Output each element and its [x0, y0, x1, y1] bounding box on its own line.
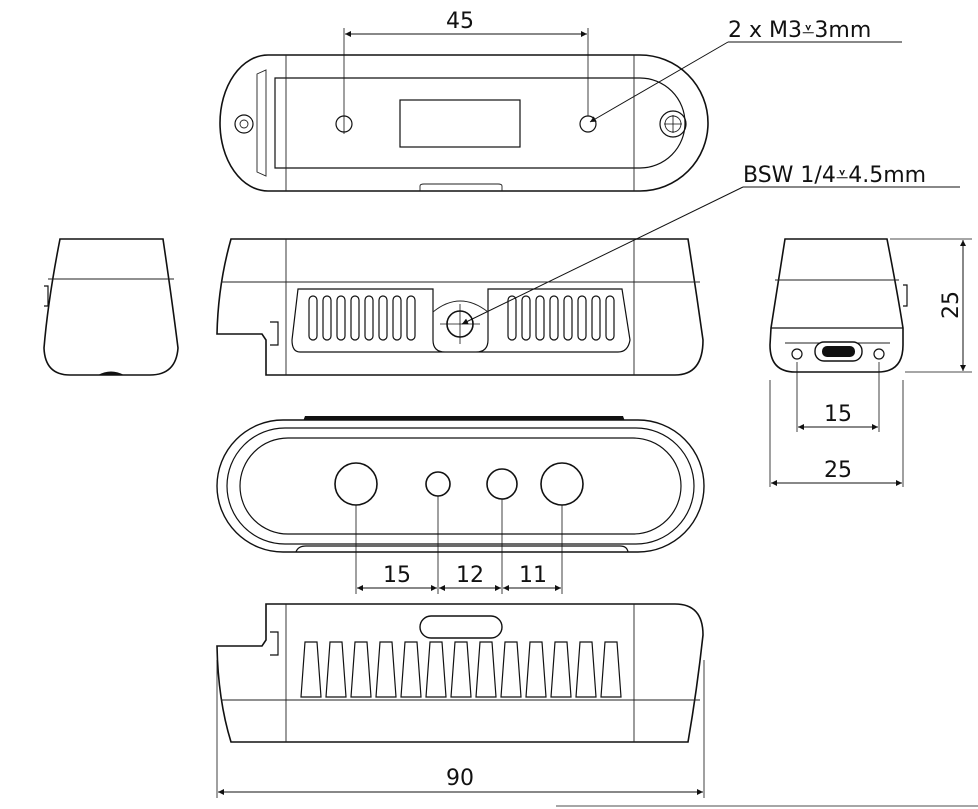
front-vents-right	[507, 295, 615, 341]
dimension-side-15-label: 15	[824, 402, 852, 427]
right-end-view	[769, 238, 972, 487]
dimension-height-25: 25	[939, 240, 966, 371]
dimension-bottom-chain: 15 12 11	[357, 563, 561, 591]
dimension-bottom-12-label: 12	[456, 563, 484, 588]
note-tripod-thread-text: BSW 1/4⩡4.5mm	[743, 163, 926, 188]
dimension-bottom-11-label: 11	[519, 563, 547, 588]
dimension-side-15: 15	[798, 402, 878, 430]
top-view	[219, 28, 709, 192]
dimension-bottom-15-label: 15	[383, 563, 411, 588]
dimension-side-25: 25	[771, 458, 902, 486]
front-view	[216, 238, 704, 376]
note-tripod-thread: BSW 1/4⩡4.5mm	[461, 163, 960, 325]
back-vents	[300, 641, 622, 698]
dimension-length-label: 90	[446, 766, 474, 791]
front-vents-left	[308, 295, 416, 341]
back-view	[216, 603, 705, 798]
dimension-length-90: 90	[218, 766, 703, 795]
dimension-height-label: 25	[939, 291, 964, 319]
dimension-side-25-label: 25	[824, 458, 852, 483]
dimension-45: 45	[345, 9, 587, 37]
note-mounting-holes-text: 2 x M3⩡3mm	[728, 18, 871, 43]
bottom-view	[216, 416, 705, 594]
left-end-view	[43, 238, 179, 376]
note-mounting-holes: 2 x M3⩡3mm	[589, 18, 902, 123]
dimension-45-label: 45	[446, 9, 474, 34]
